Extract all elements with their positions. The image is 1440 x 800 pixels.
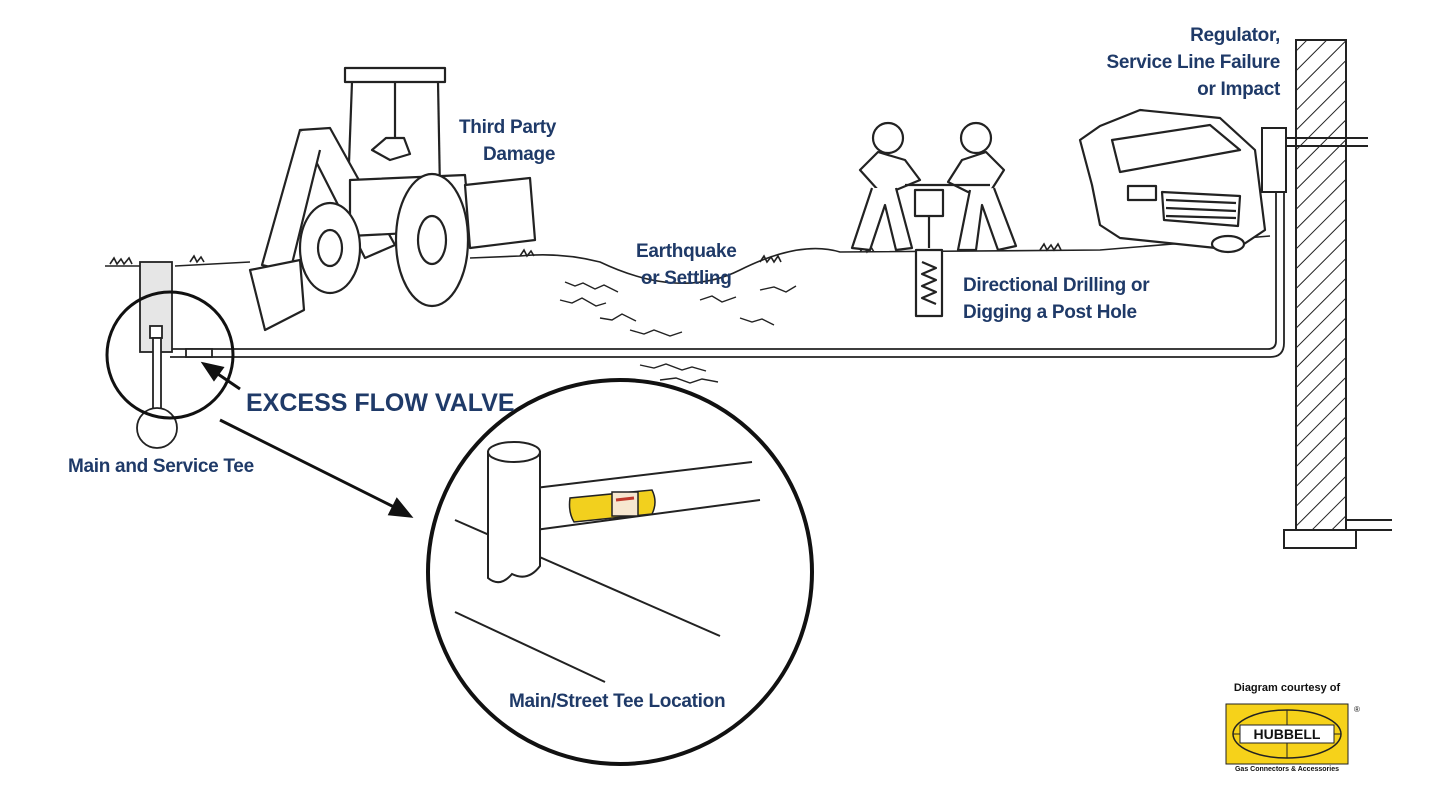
diagram-credit: Diagram courtesy of bbox=[1233, 682, 1341, 694]
label-regulator-failure: Regulator, Service Line Failure or Impac… bbox=[1106, 25, 1280, 100]
label-directional-drilling: Directional Drilling or Digging a Post H… bbox=[963, 275, 1150, 323]
earthquake-cracks bbox=[559, 281, 797, 384]
hubbell-tagline: Gas Connectors & Accessories bbox=[1234, 766, 1339, 773]
backhoe-tractor bbox=[248, 66, 537, 332]
callout-arrows bbox=[200, 361, 414, 518]
label-street-tee-location: Main/Street Tee Location bbox=[509, 691, 726, 712]
label-third-party-damage: Third Party Damage bbox=[459, 117, 556, 165]
hubbell-brand: HUBBELL bbox=[1254, 726, 1321, 742]
label-main-service-tee: Main and Service Tee bbox=[68, 456, 254, 477]
label-earthquake-settling: Earthquake or Settling bbox=[636, 241, 737, 289]
excess-flow-valve-detail bbox=[568, 489, 656, 523]
street-tee-detail bbox=[426, 378, 814, 766]
tee-detail-circle bbox=[105, 290, 235, 420]
standpipe-detail bbox=[487, 441, 541, 584]
main-service-tee bbox=[136, 261, 213, 449]
workers-drilling bbox=[850, 121, 1018, 318]
service-line-pipe bbox=[170, 180, 1285, 358]
building-wall bbox=[1283, 39, 1392, 549]
hubbell-logo: HUBBELL ® bbox=[1225, 703, 1360, 765]
label-excess-flow-valve: EXCESS FLOW VALVE bbox=[246, 389, 515, 417]
trademark-mark: ® bbox=[1354, 705, 1360, 714]
crashed-car bbox=[1078, 108, 1267, 254]
